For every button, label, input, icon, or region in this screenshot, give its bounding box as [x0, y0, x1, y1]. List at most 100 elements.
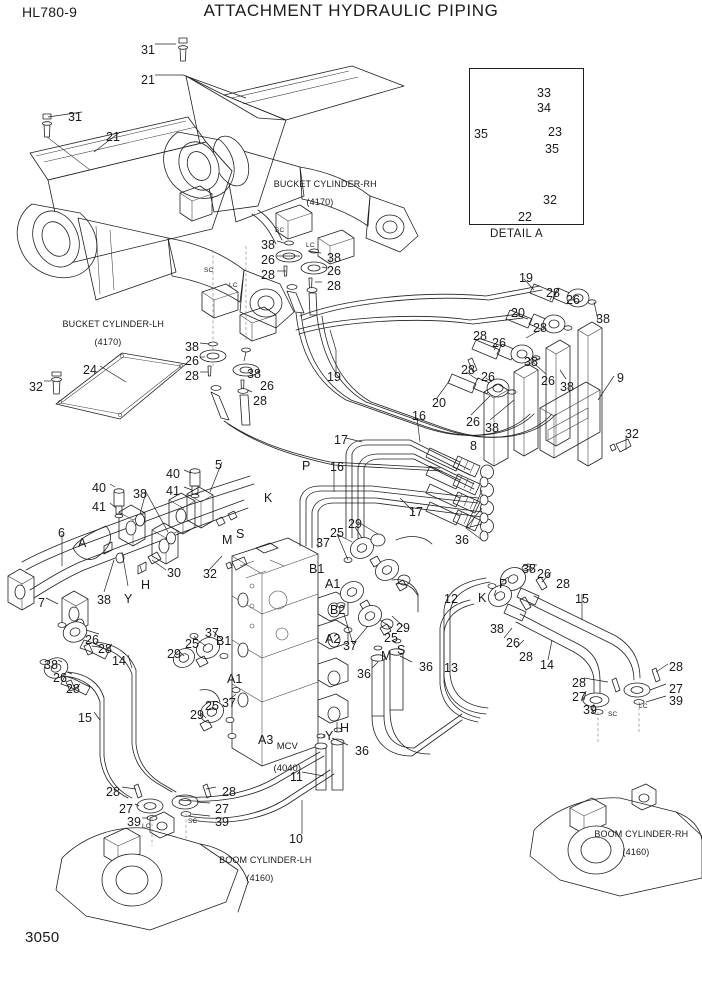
- callout-28-9: 28: [327, 279, 341, 293]
- callout-40-47: 40: [166, 467, 180, 481]
- port-mark-sc-0: SC: [275, 227, 285, 234]
- callout-28-84: 28: [572, 676, 586, 690]
- page-number: 3050: [25, 929, 60, 946]
- fitting-stack-bucket-rh: [275, 240, 328, 316]
- bucket-cylinder-lh-label: BUCKET CYLINDER-LH (4170): [28, 311, 188, 365]
- callout-38-50: 38: [133, 487, 147, 501]
- callout-p-43: P: [302, 459, 311, 473]
- callout-37-62: 37: [316, 536, 330, 550]
- bucket-cylinder-rh-label: BUCKET CYLINDER-RH (4170): [240, 171, 400, 225]
- callout-26-75: 26: [506, 636, 520, 650]
- callout-5-49: 5: [215, 458, 222, 472]
- detail-a-label: DETAIL A: [490, 228, 544, 240]
- callout-38-18: 38: [524, 355, 538, 369]
- port-mark-lc-7: LC: [639, 703, 648, 710]
- callout-12-70: 12: [444, 592, 458, 606]
- callout-37-105: 37: [205, 626, 219, 640]
- port-mark-lc-3: LC: [229, 282, 238, 289]
- callout-37-67: 37: [343, 639, 357, 653]
- callout-19-24: 19: [327, 370, 341, 384]
- callout-15-80: 15: [575, 592, 589, 606]
- callout-11-95: 11: [290, 770, 303, 784]
- callout-6-51: 6: [58, 526, 65, 540]
- callout-14-102: 14: [112, 654, 126, 668]
- callout-37-110: 37: [222, 696, 236, 710]
- callout-b2-65: B2: [330, 603, 346, 617]
- bucket-cylinder-lh-code: (4170): [94, 337, 122, 347]
- mcv-fittings-right: [336, 533, 433, 636]
- callout-36-94: 36: [355, 744, 369, 758]
- mcv-label: MCV (4040): [252, 731, 312, 786]
- detail-callout-35-2: 35: [474, 127, 488, 141]
- fitting-stack-bucket-lh: [199, 341, 260, 426]
- callout-38-57: 38: [97, 593, 111, 607]
- callout-28-113: 28: [106, 785, 120, 799]
- left-boom-pipes: [39, 621, 212, 821]
- callout-17-41: 17: [409, 505, 423, 519]
- callout-b1-107: B1: [216, 634, 232, 648]
- port-mark-lc-1: LC: [306, 242, 315, 249]
- callout-y-59: Y: [124, 592, 133, 606]
- callout-26-36: 26: [260, 379, 274, 393]
- right-boom-pipes: [487, 565, 661, 715]
- callout-31-2: 31: [68, 110, 82, 124]
- callout-28-22: 28: [461, 363, 475, 377]
- callout-26-100: 26: [53, 671, 67, 685]
- callout-26-26: 26: [466, 415, 480, 429]
- callout-20-25: 20: [432, 396, 446, 410]
- callout-36-91: 36: [419, 660, 433, 674]
- callout-28-101: 28: [66, 682, 80, 696]
- callout-m-54: M: [222, 533, 233, 547]
- callout-25-60: 25: [330, 526, 344, 540]
- callout-39-118: 39: [215, 815, 229, 829]
- callout-32-31: 32: [625, 427, 639, 441]
- callout-38-99: 38: [44, 658, 58, 672]
- callout-36-90: 36: [357, 667, 371, 681]
- detail-callout-34-1: 34: [537, 101, 551, 115]
- callout-28-37: 28: [253, 394, 267, 408]
- callout-38-4: 38: [261, 238, 275, 252]
- callout-y-92: Y: [325, 729, 334, 743]
- callout-26-78: 26: [537, 567, 551, 581]
- port-mark-sc-5: SC: [188, 818, 198, 825]
- callout-30-53: 30: [167, 566, 181, 580]
- callout-16-28: 16: [412, 409, 426, 423]
- plate-24-art: [51, 352, 187, 420]
- port-mark-lc-4: LC: [142, 823, 151, 830]
- callout-25-68: 25: [384, 631, 398, 645]
- callout-39-117: 39: [127, 815, 141, 829]
- callout-a3-112: A3: [258, 733, 274, 747]
- callout-p-73: P: [499, 577, 508, 591]
- callout-29-69: 29: [396, 621, 410, 635]
- callout-38-15: 38: [596, 312, 610, 326]
- callout-h-58: H: [141, 578, 151, 592]
- callout-29-61: 29: [348, 517, 362, 531]
- callout-m-88: M: [381, 649, 392, 663]
- callout-21-3: 21: [106, 130, 120, 144]
- callout-28-82: 28: [669, 660, 683, 674]
- bucket-cylinder-rh-code: (4170): [306, 197, 334, 207]
- callout-28-8: 28: [261, 268, 275, 282]
- callout-26-23: 26: [481, 370, 495, 384]
- callout-b1-63: B1: [309, 562, 325, 576]
- callout-28-114: 28: [222, 785, 236, 799]
- callout-28-98: 28: [98, 642, 112, 656]
- callout-27-116: 27: [215, 802, 229, 816]
- callout-38-74: 38: [490, 622, 504, 636]
- callout-26-7: 26: [327, 264, 341, 278]
- center-hose-bundle: [299, 439, 494, 549]
- port-mark-sc-2: SC: [204, 267, 214, 274]
- right-riser-group: [295, 283, 632, 467]
- callout-31-0: 31: [141, 43, 155, 57]
- callout-k-44: K: [264, 491, 273, 505]
- callout-13-71: 13: [444, 661, 458, 675]
- callout-27-85: 27: [669, 682, 683, 696]
- page-title: ATTACHMENT HYDRAULIC PIPING: [203, 1, 499, 20]
- callout-9-21: 9: [617, 371, 624, 385]
- callout-a1-64: A1: [325, 577, 341, 591]
- callout-38-32: 38: [185, 340, 199, 354]
- boom-cylinder-rh-label: BOOM CYLINDER-RH (4160): [570, 821, 702, 875]
- callout-14-81: 14: [540, 658, 554, 672]
- port-mark-sc-6: SC: [608, 711, 618, 718]
- callout-38-27: 38: [485, 421, 499, 435]
